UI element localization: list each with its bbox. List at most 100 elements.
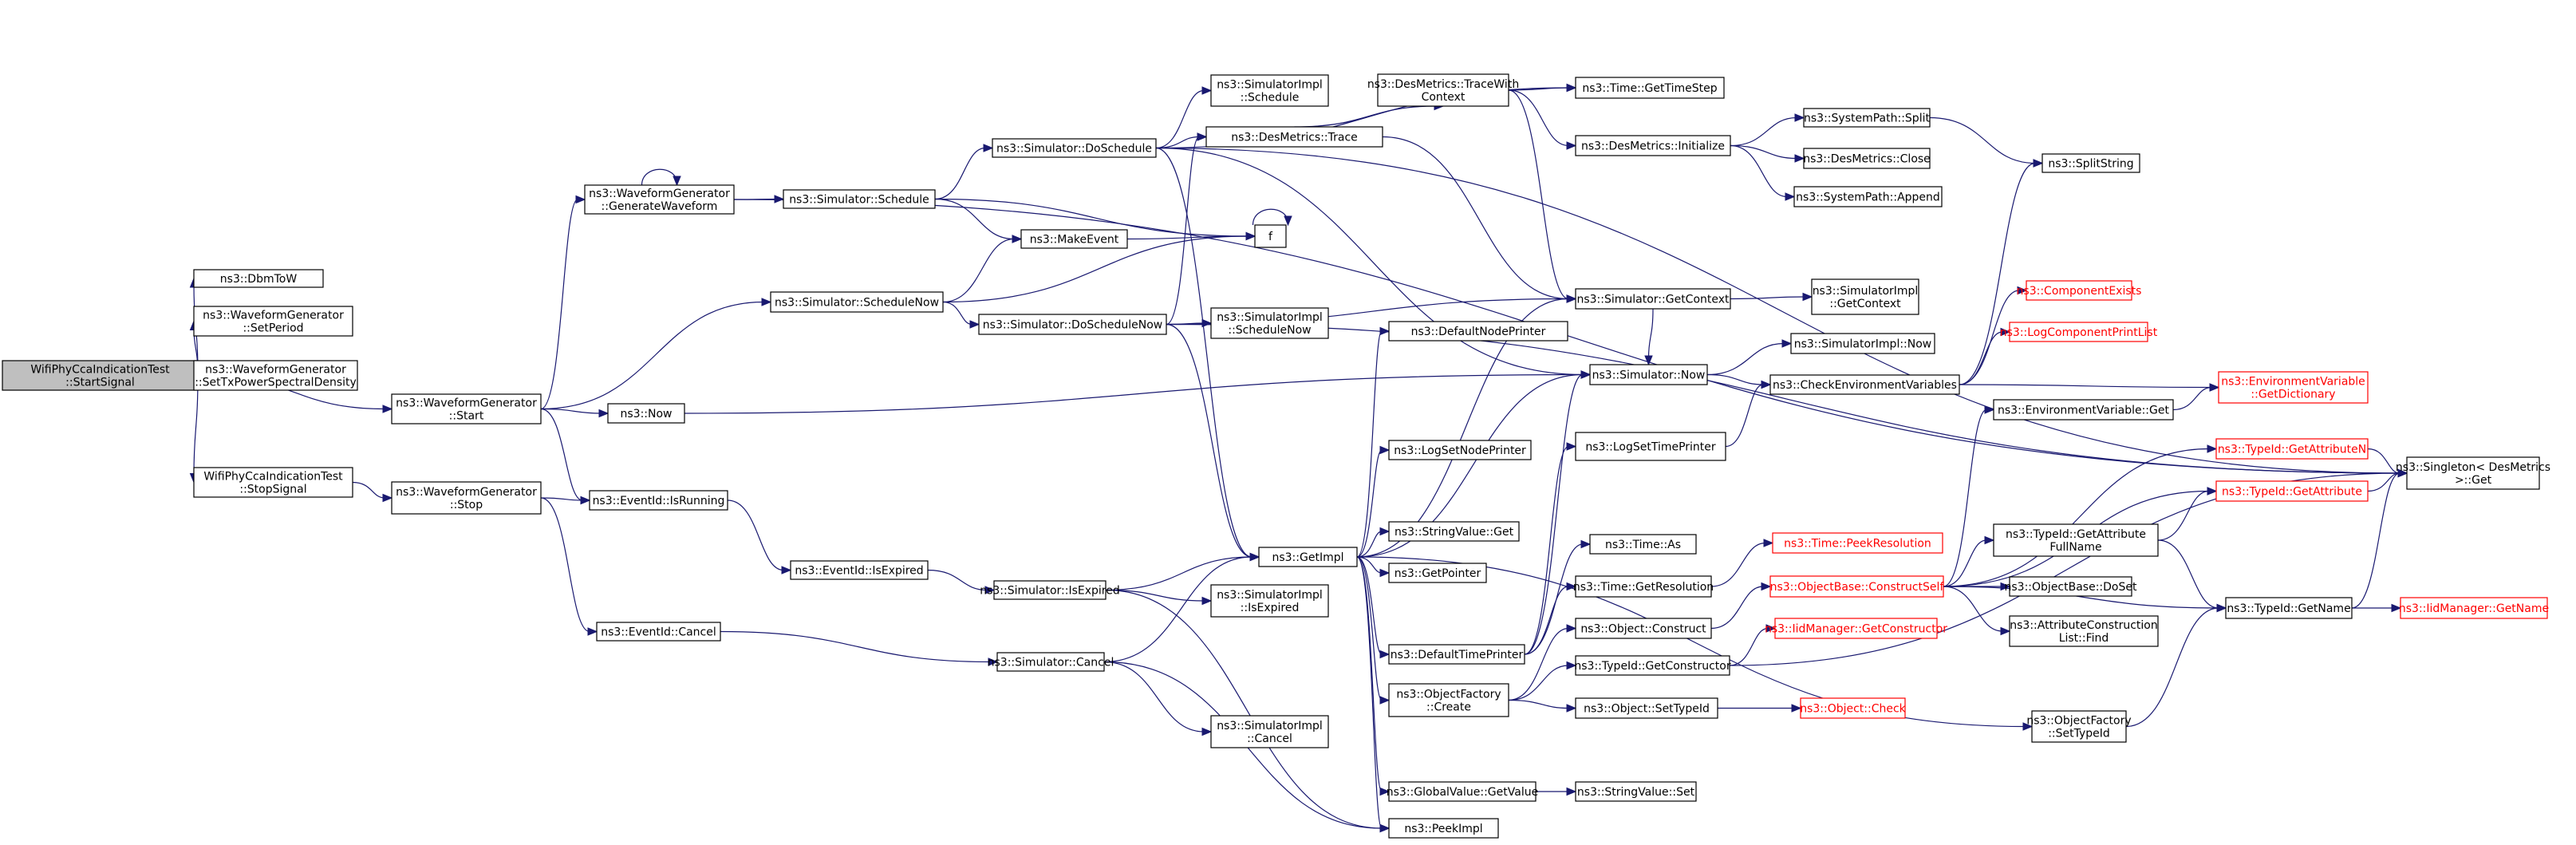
call-node-n37[interactable]: ns3::Simulator::IsExpired (980, 580, 1120, 600)
call-node-n30[interactable]: ns3::ComponentExists (2017, 280, 2142, 301)
call-node-n62[interactable]: ns3::TypeId::GetAttributeN (2215, 438, 2369, 460)
call-node-n55[interactable]: ns3::Object::Construct (1575, 618, 1712, 639)
call-node-n15[interactable]: ns3::SystemPath::Split (1803, 108, 1931, 128)
node-box (1575, 781, 1697, 802)
call-node-n11[interactable]: ns3::DesMetrics::Trace (1205, 126, 1383, 148)
call-node-n3[interactable]: ns3::WaveformGenerator::SetPeriod (193, 306, 353, 337)
call-node-n6[interactable]: WifiPhyCcaIndicationTest::StopSignal (193, 467, 353, 498)
call-node-n67[interactable]: ns3::TypeId::GetName (2225, 597, 2353, 619)
call-node-n4[interactable]: ns3::WaveformGenerator::SetTxPowerSpectr… (193, 360, 358, 391)
node-box (1575, 697, 1718, 719)
edge-arrowhead (1566, 704, 1577, 713)
call-node-n41[interactable]: ns3::GetPointer (1388, 563, 1487, 583)
call-node-n47[interactable]: ns3::ObjectFactory::Create (1388, 683, 1509, 717)
call-node-n8[interactable]: ns3::Simulator::Schedule (783, 189, 936, 209)
call-node-n33[interactable]: ns3::Now (607, 403, 685, 424)
call-edge-n57-n58 (1729, 627, 1769, 666)
call-node-n65[interactable]: ns3::ObjectBase::DoSet (2005, 576, 2137, 597)
call-edge-n22-n11 (1166, 136, 1200, 326)
call-node-n63[interactable]: ns3::TypeId::GetAttribute (2215, 480, 2369, 502)
call-node-n26[interactable]: ns3::DefaultNodePrinter (1388, 321, 1568, 342)
call-node-n14[interactable]: ns3::DesMetrics::Initialize (1575, 135, 1731, 156)
call-node-n21[interactable]: ns3::Simulator::ScheduleNow (770, 291, 944, 313)
node-box (1772, 532, 1943, 554)
call-node-n31[interactable]: ns3::LogComponentPrintList (2000, 322, 2158, 342)
call-edge-n8-n9 (934, 147, 986, 200)
call-node-n34[interactable]: ns3::EventId::IsRunning (589, 490, 728, 511)
call-edge-n8-n19 (934, 198, 1015, 240)
call-node-n52[interactable]: ns3::Time::As (1589, 534, 1697, 555)
node-label: ns3::AttributeConstruction (2010, 619, 2157, 632)
edge-arrowhead (1201, 86, 1213, 95)
call-node-n45[interactable]: ns3::SimulatorImpl::Cancel (1210, 715, 1329, 748)
node-box (2215, 438, 2369, 460)
call-node-n22[interactable]: ns3::Simulator::DoScheduleNow (978, 314, 1167, 335)
node-box (584, 184, 735, 215)
node-label: ns3::WaveformGenerator (396, 486, 537, 499)
call-node-n40[interactable]: ns3::StringValue::Get (1388, 521, 1520, 542)
call-node-n18[interactable]: ns3::SplitString (2041, 153, 2140, 173)
call-node-n70[interactable]: ns3::ObjectFactory::SetTypeId (2026, 710, 2132, 743)
edge-arrowhead (1566, 83, 1577, 93)
call-node-n53[interactable]: ns3::Time::GetResolution (1573, 575, 1714, 598)
call-node-n68[interactable]: ns3::IidManager::GetName (2399, 597, 2549, 619)
call-node-n24[interactable]: ns3::Simulator::GetContext (1575, 288, 1731, 310)
call-node-n57[interactable]: ns3::TypeId::GetConstructor (1574, 655, 1731, 676)
call-node-n16[interactable]: ns3::DesMetrics::Close (1803, 148, 1931, 169)
node-box (1377, 73, 1509, 107)
call-node-n44[interactable]: ns3::Simulator::Cancel (988, 652, 1114, 672)
node-box (1388, 683, 1509, 717)
call-node-n27[interactable]: ns3::Simulator::Now (1589, 364, 1708, 385)
call-node-n54[interactable]: ns3::Time::PeekResolution (1772, 532, 1943, 554)
call-node-n9[interactable]: ns3::Simulator::DoSchedule (992, 138, 1157, 158)
call-node-n51[interactable]: ns3::LogSetTimePrinter (1575, 432, 1726, 461)
call-node-n28[interactable]: ns3::SimulatorImpl::Now (1790, 333, 1935, 354)
call-node-n25[interactable]: ns3::SimulatorImpl::GetContext (1811, 278, 1919, 315)
call-node-n49[interactable]: ns3::PeekImpl (1388, 818, 1499, 839)
call-node-n39[interactable]: ns3::LogSetNodePrinter (1388, 440, 1532, 460)
call-node-n50[interactable]: ns3::StringValue::Set (1575, 781, 1697, 802)
call-node-n36[interactable]: ns3::EventId::IsExpired (790, 560, 929, 580)
call-node-n60[interactable]: ns3::Object::Check (1800, 697, 1907, 719)
edge-arrowhead (1012, 235, 1023, 243)
call-edge-n34-n36 (727, 499, 784, 571)
call-node-n56[interactable]: ns3::ObjectBase::ConstructSelf (1769, 575, 1945, 598)
edge-arrowhead (1197, 132, 1208, 141)
call-edge-n38-n27 (1356, 373, 1584, 558)
call-node-n5[interactable]: ns3::WaveformGenerator::Start (391, 393, 542, 424)
call-node-n23[interactable]: ns3::SimulatorImpl::ScheduleNow (1210, 307, 1329, 339)
call-node-n10[interactable]: ns3::SimulatorImpl::Schedule (1210, 74, 1329, 107)
call-node-n48[interactable]: ns3::GlobalValue::GetValue (1387, 781, 1538, 802)
call-node-n59[interactable]: ns3::Object::SetTypeId (1575, 697, 1718, 719)
call-edge-n37-n42 (1105, 589, 1205, 602)
node-box (193, 306, 353, 337)
call-node-n38[interactable]: ns3::GetImpl (1258, 547, 1358, 567)
call-node-n69[interactable]: ns3::Singleton< DesMetrics >::Get (2396, 456, 2550, 490)
call-node-n7[interactable]: ns3::WaveformGenerator::GenerateWaveform (584, 184, 735, 215)
call-edge-n36-n37 (927, 569, 988, 591)
call-node-n13[interactable]: ns3::Time::GetTimeStep (1575, 77, 1725, 99)
call-node-n43[interactable]: ns3::EventId::Cancel (596, 622, 721, 642)
call-edge-n15-n18 (1929, 116, 2036, 164)
call-node-n58[interactable]: ns3::IidManager::GetConstructor (1765, 618, 1947, 639)
node-box (2, 360, 199, 391)
call-node-n32[interactable]: ns3::EnvironmentVariable::GetDictionary (2218, 371, 2369, 404)
call-edge-n47-n59 (1508, 699, 1569, 709)
call-node-n42[interactable]: ns3::SimulatorImpl::IsExpired (1210, 584, 1329, 618)
node-label: ns3::SimulatorImpl (1217, 589, 1323, 602)
node-label: ::StartSignal (65, 377, 135, 389)
call-node-n61[interactable]: ns3::EnvironmentVariable::Get (1993, 399, 2174, 421)
call-node-n19[interactable]: ns3::MakeEvent (1020, 229, 1128, 249)
call-node-n46[interactable]: ns3::DefaultTimePrinter (1388, 644, 1525, 665)
call-node-n20[interactable]: f (1254, 224, 1287, 248)
call-node-n35[interactable]: ns3::WaveformGenerator::Stop (391, 481, 542, 515)
node-box (2400, 597, 2548, 619)
call-node-n1[interactable]: WifiPhyCcaIndicationTest::StartSignal (2, 360, 199, 391)
edge-arrowhead (598, 409, 609, 418)
call-node-n17[interactable]: ns3::SystemPath::Append (1793, 186, 1943, 207)
call-node-n2[interactable]: ns3::DbmToW (193, 269, 324, 288)
call-node-n29[interactable]: ns3::CheckEnvironmentVariables (1769, 374, 1960, 395)
